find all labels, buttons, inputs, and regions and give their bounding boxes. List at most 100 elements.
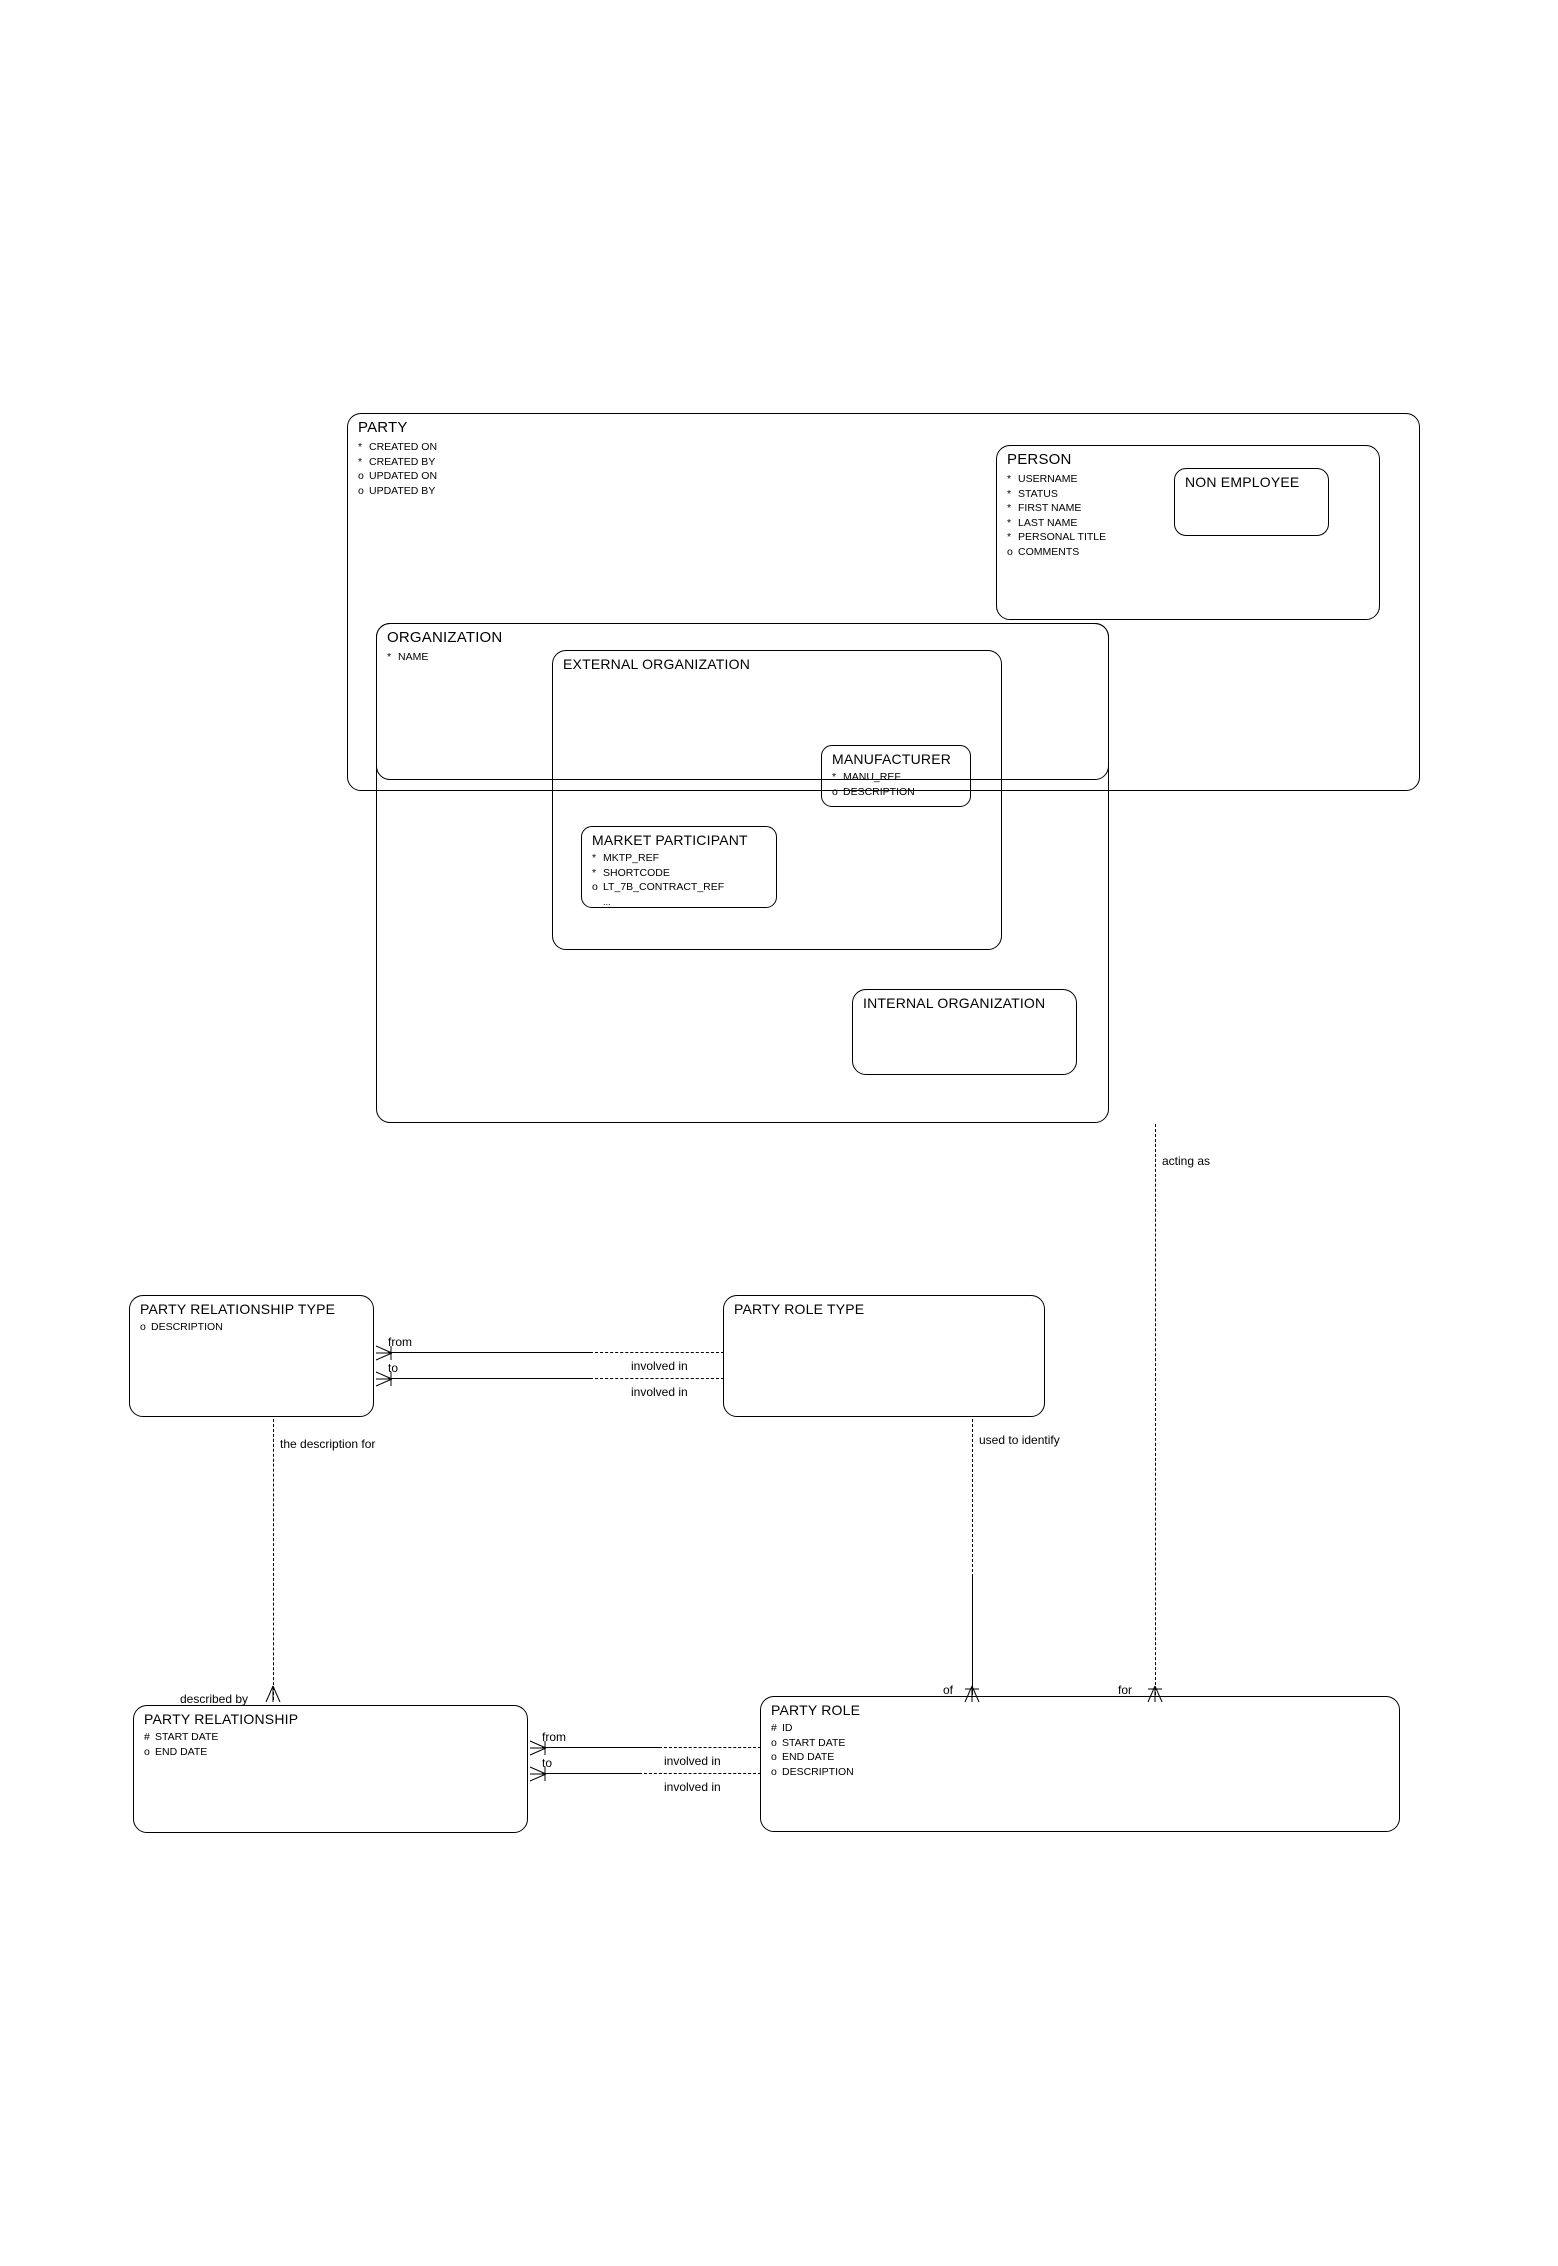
- entity-person-attributes: *USERNAME *STATUS *FIRST NAME*LAST NAME *PE…: [1007, 472, 1106, 560]
- entity-person-name: PERSON: [1007, 451, 1072, 468]
- crowsfoot-prt-to: [374, 1369, 396, 1389]
- attribute-mark: *: [592, 852, 597, 864]
- label-pr-to: to: [542, 1756, 553, 1770]
- entity-manufacturer-name: MANUFACTURER: [832, 751, 952, 767]
- label-for: for: [1118, 1683, 1133, 1697]
- attribute-row: *FIRST NAME: [1007, 502, 1082, 515]
- line-pr-from-solid: [542, 1747, 662, 1748]
- entity-person[interactable]: PERSON *USERNAME *STATUS *FIRST NAME*LAST …: [996, 445, 1380, 620]
- line-pr-to-dashed: [639, 1773, 761, 1774]
- attribute-row: *PERSONAL TITLE: [1007, 531, 1107, 544]
- attribute-mark: *: [1007, 531, 1012, 544]
- attribute-mark: #: [771, 1722, 777, 1734]
- attribute-mark: o: [832, 785, 838, 798]
- attribute-mark: o: [144, 1745, 150, 1758]
- label-prtt-involved-in-2: involved in: [631, 1385, 688, 1399]
- attribute-row: *MANU_REF: [832, 771, 901, 783]
- entity-party-role-type[interactable]: PARTY ROLE TYPE: [723, 1295, 1045, 1417]
- attribute-mark: o: [358, 470, 364, 483]
- label-described-by: described by: [180, 1692, 249, 1706]
- label-pr-involved-in-2: involved in: [664, 1780, 721, 1794]
- attribute-row: ...: [603, 896, 611, 907]
- line-prt-to-dashed: [590, 1378, 724, 1379]
- line-pr-to-solid: [542, 1773, 642, 1774]
- line-used-to-identify-solid: [972, 1577, 973, 1695]
- line-acting-as: [1155, 1124, 1156, 1695]
- crowsfoot-pr-from: [528, 1738, 550, 1758]
- line-the-description-for: [273, 1419, 274, 1700]
- label-of: of: [943, 1683, 954, 1697]
- entity-internal-organization-name: INTERNAL ORGANIZATION: [863, 995, 1046, 1011]
- attribute-mark: *: [1007, 487, 1012, 500]
- attribute-row: *STATUS: [1007, 487, 1058, 500]
- entity-internal-organization[interactable]: INTERNAL ORGANIZATION: [852, 989, 1077, 1075]
- label-used-to-identify: used to identify: [979, 1433, 1060, 1447]
- attribute-mark: o: [140, 1321, 146, 1333]
- attribute-mark: *: [387, 651, 392, 663]
- crowsfoot-pr-to: [528, 1764, 550, 1784]
- entity-party-role-name: PARTY ROLE: [771, 1702, 861, 1718]
- label-the-description-for: the description for: [280, 1437, 376, 1451]
- label-prt-from: from: [388, 1335, 412, 1349]
- entity-organization-name: ORGANIZATION: [387, 629, 503, 646]
- entity-external-organization-name: EXTERNAL ORGANIZATION: [563, 656, 750, 672]
- label-pr-involved-in-1: involved in: [664, 1754, 721, 1768]
- attribute-mark: *: [358, 455, 363, 468]
- crowsfoot-for: [1145, 1684, 1165, 1706]
- attribute-mark: o: [771, 1765, 777, 1778]
- attribute-mark: o: [358, 484, 364, 497]
- attribute-mark: *: [1007, 502, 1012, 515]
- crowsfoot-prt-from: [374, 1343, 396, 1363]
- entity-party-relationship-type-name: PARTY RELATIONSHIP TYPE: [140, 1301, 336, 1317]
- entity-non-employee-name: NON EMPLOYEE: [1185, 474, 1300, 490]
- attribute-mark: o: [771, 1736, 777, 1749]
- label-acting-as: acting as: [1162, 1154, 1211, 1168]
- label-prtt-involved-in-1: involved in: [631, 1359, 688, 1373]
- attribute-mark: #: [144, 1731, 150, 1743]
- entity-organization-frame: [376, 623, 1109, 1123]
- attribute-mark: *: [1007, 516, 1012, 529]
- attribute-row: *USERNAME: [1007, 473, 1078, 485]
- attribute-mark: *: [358, 441, 363, 453]
- crowsfoot-described-by: [263, 1684, 283, 1706]
- attribute-row: #START DATE: [144, 1731, 219, 1743]
- attribute-row: *CREATED ON: [358, 441, 438, 453]
- entity-party-name: PARTY: [358, 419, 408, 436]
- attribute-row: #ID: [771, 1722, 793, 1734]
- attribute-mark: o: [592, 881, 598, 894]
- attribute-mark: *: [832, 771, 837, 783]
- line-used-to-identify: [972, 1419, 973, 1577]
- attribute-row: *NAME: [387, 651, 429, 663]
- line-pr-from-dashed: [659, 1747, 761, 1748]
- entity-party-relationship-name: PARTY RELATIONSHIP: [144, 1711, 299, 1727]
- attribute-row: *CREATED BY: [358, 455, 436, 468]
- entity-non-employee[interactable]: NON EMPLOYEE: [1174, 468, 1329, 536]
- attribute-row: *LAST NAME: [1007, 516, 1078, 529]
- attribute-row: *SHORTCODE: [592, 866, 670, 879]
- attribute-mark: *: [592, 866, 597, 879]
- entity-market-participant-name: MARKET PARTICIPANT: [592, 832, 748, 848]
- attribute-mark: *: [1007, 473, 1012, 485]
- entity-external-organization[interactable]: EXTERNAL ORGANIZATION: [552, 650, 1002, 950]
- line-prt-to-solid: [388, 1378, 593, 1379]
